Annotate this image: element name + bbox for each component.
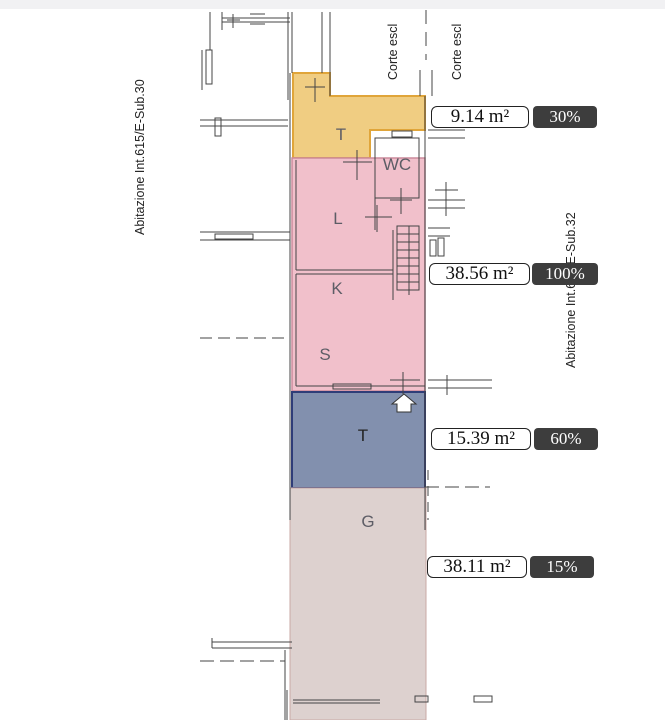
zone-3-percent: 60% (534, 428, 598, 450)
corte-left-label: Corte escl (386, 24, 400, 80)
room-label-terrace-blue: T (358, 426, 368, 445)
zone-garden (289, 487, 427, 720)
room-label-garden: G (361, 512, 374, 531)
zone-2-percent: 100% (532, 263, 598, 285)
zone-3-area: 15.39 m² (431, 428, 531, 450)
zone-1-percent: 30% (533, 106, 597, 128)
corte-right-label: Corte escl (450, 24, 464, 80)
room-label-living: L (333, 209, 342, 228)
room-label-terrace-top: T (336, 125, 346, 144)
room-label-kitchen: K (331, 279, 343, 298)
wall-lines (200, 10, 493, 720)
top-bar (0, 0, 665, 9)
zone-1-area: 9.14 m² (431, 106, 529, 128)
zone-4-area: 38.11 m² (427, 556, 527, 578)
room-label-wc: WC (383, 155, 411, 174)
room-label-stair: S (319, 345, 330, 364)
zone-2-area: 38.56 m² (429, 263, 530, 285)
left-unit-label: Abitazione Int.615/E-Sub.30 (133, 79, 147, 235)
zone-terrace-top (292, 72, 426, 159)
right-unit-label: Abitazione Int.619/E-Sub.32 (564, 212, 578, 368)
zone-4-percent: 15% (530, 556, 594, 578)
